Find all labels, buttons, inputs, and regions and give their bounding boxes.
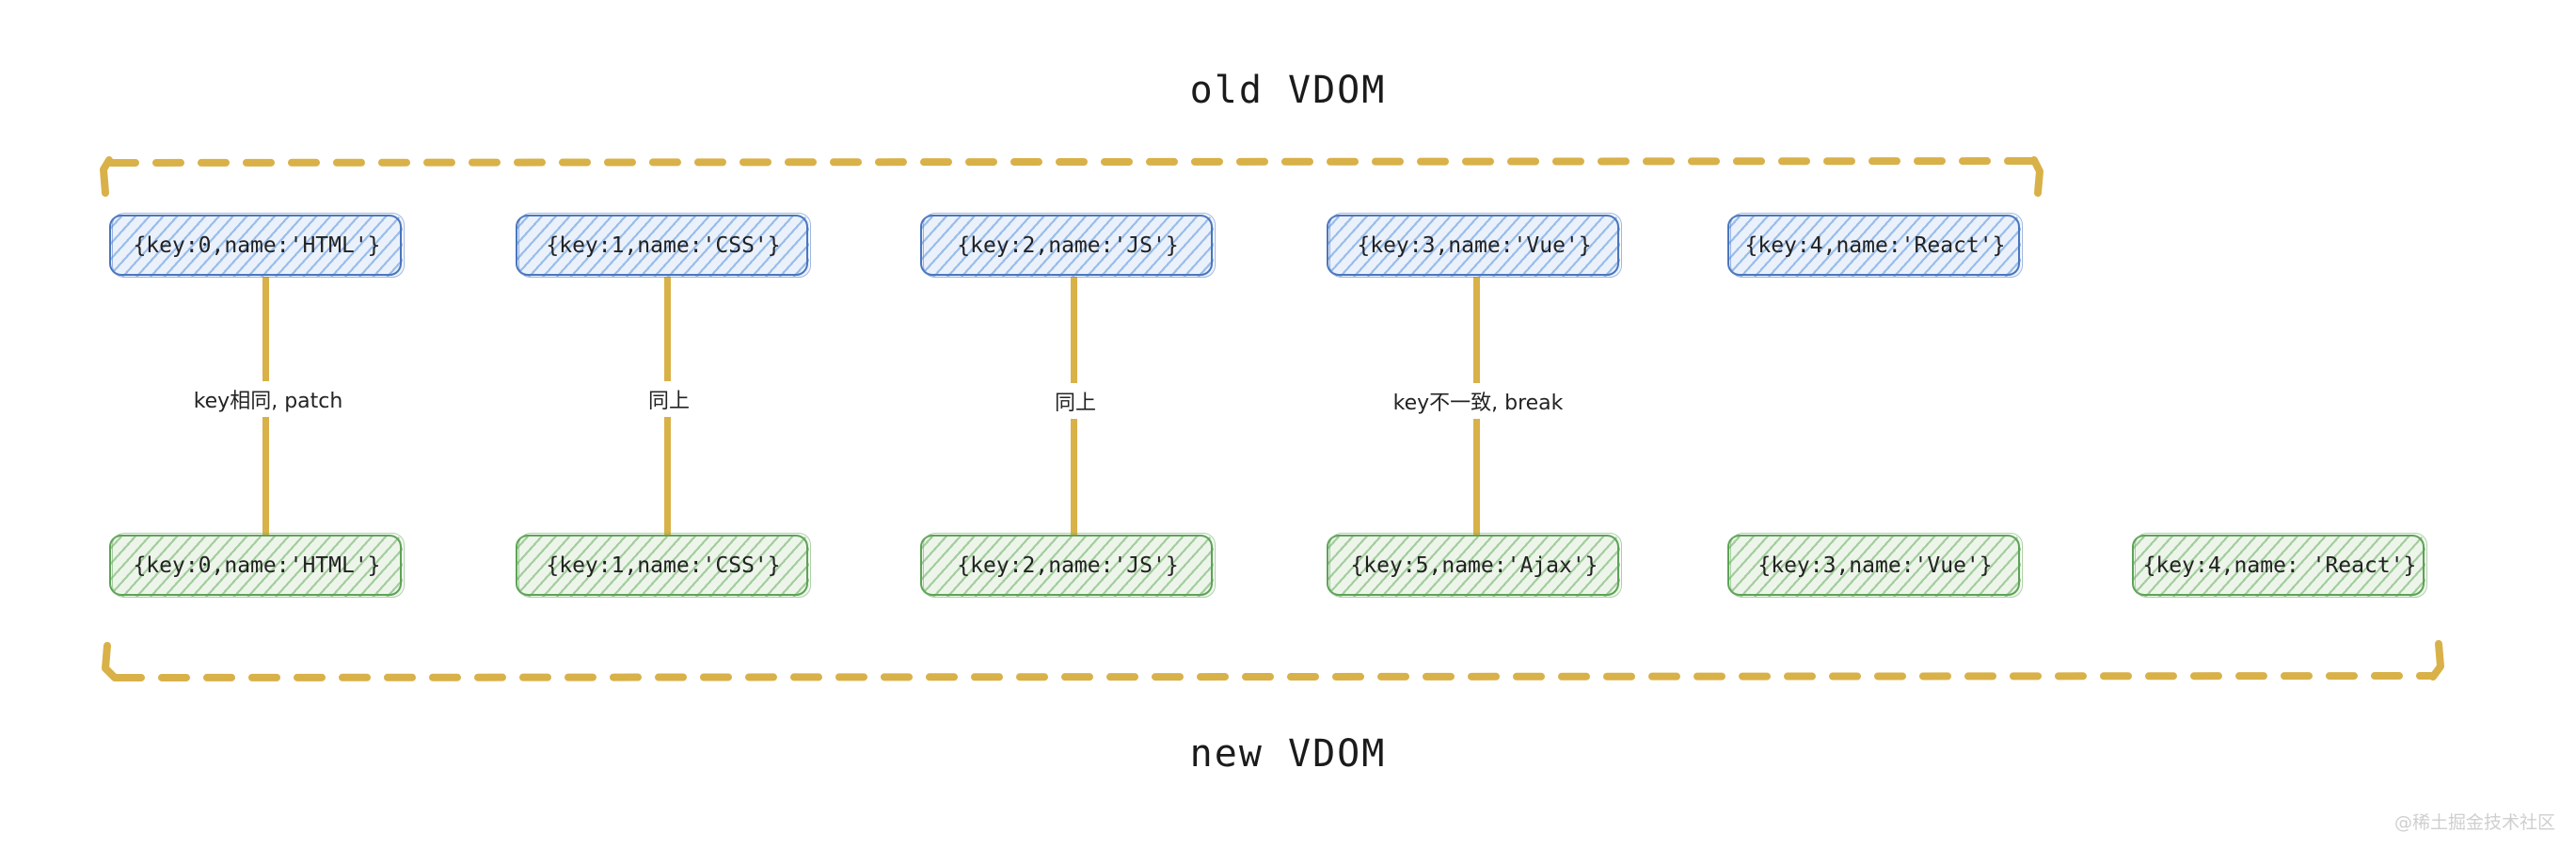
node-hatch-fill: [1328, 215, 1620, 277]
new-node-label-0: {key:0,name:'HTML'}: [133, 553, 381, 578]
new-vdom-bracket: [94, 640, 2456, 687]
node-hatch-fill: [517, 215, 809, 277]
new-node-label-5: {key:4,name: 'React'}: [2142, 553, 2417, 578]
old-vdom-bracket: [94, 151, 2051, 198]
old-node-label-0: {key:0,name:'HTML'}: [133, 233, 381, 258]
node-hatch-fill: [111, 215, 403, 277]
new-node-2[interactable]: {key:2,name:'JS'}: [920, 533, 1216, 598]
node-hatch-fill: [2134, 535, 2425, 597]
node-hatch-fill: [517, 535, 809, 597]
watermark: @稀土掘金技术社区: [2393, 812, 2555, 833]
node-hatch-fill: [1729, 535, 2021, 597]
old-node-3[interactable]: {key:3,name:'Vue'}: [1327, 213, 1622, 278]
node-hatch-fill: [922, 535, 1214, 597]
new-node-4[interactable]: {key:3,name:'Vue'}: [1727, 533, 2023, 598]
old-node-1[interactable]: {key:1,name:'CSS'}: [516, 213, 811, 278]
old-node-4[interactable]: {key:4,name:'React'}: [1727, 213, 2023, 278]
connector-label-2: 同上: [1048, 383, 1103, 419]
node-hatch-fill: [1729, 215, 2021, 277]
new-node-5[interactable]: {key:4,name: 'React'}: [2132, 533, 2427, 598]
new-node-label-4: {key:3,name:'Vue'}: [1757, 553, 1993, 578]
node-hatch-fill: [111, 535, 403, 597]
new-node-3[interactable]: {key:5,name:'Ajax'}: [1327, 533, 1622, 598]
new-node-label-2: {key:2,name:'JS'}: [957, 553, 1179, 578]
connector-label-1: 同上: [642, 381, 696, 417]
new-node-label-1: {key:1,name:'CSS'}: [546, 553, 781, 578]
old-node-label-2: {key:2,name:'JS'}: [957, 233, 1179, 258]
new-node-label-3: {key:5,name:'Ajax'}: [1350, 553, 1598, 578]
new-vdom-title: new VDOM: [1189, 732, 1387, 776]
connector-label-0: key相同, patch: [187, 381, 349, 417]
old-node-2[interactable]: {key:2,name:'JS'}: [920, 213, 1216, 278]
old-vdom-title: old VDOM: [1189, 69, 1387, 112]
new-node-0[interactable]: {key:0,name:'HTML'}: [109, 533, 405, 598]
old-node-label-4: {key:4,name:'React'}: [1744, 233, 2006, 258]
node-hatch-fill: [922, 215, 1214, 277]
old-node-label-1: {key:1,name:'CSS'}: [546, 233, 781, 258]
new-node-1[interactable]: {key:1,name:'CSS'}: [516, 533, 811, 598]
old-node-0[interactable]: {key:0,name:'HTML'}: [109, 213, 405, 278]
connector-label-3: key不一致, break: [1387, 383, 1569, 419]
node-hatch-fill: [1328, 535, 1620, 597]
old-node-label-3: {key:3,name:'Vue'}: [1357, 233, 1592, 258]
